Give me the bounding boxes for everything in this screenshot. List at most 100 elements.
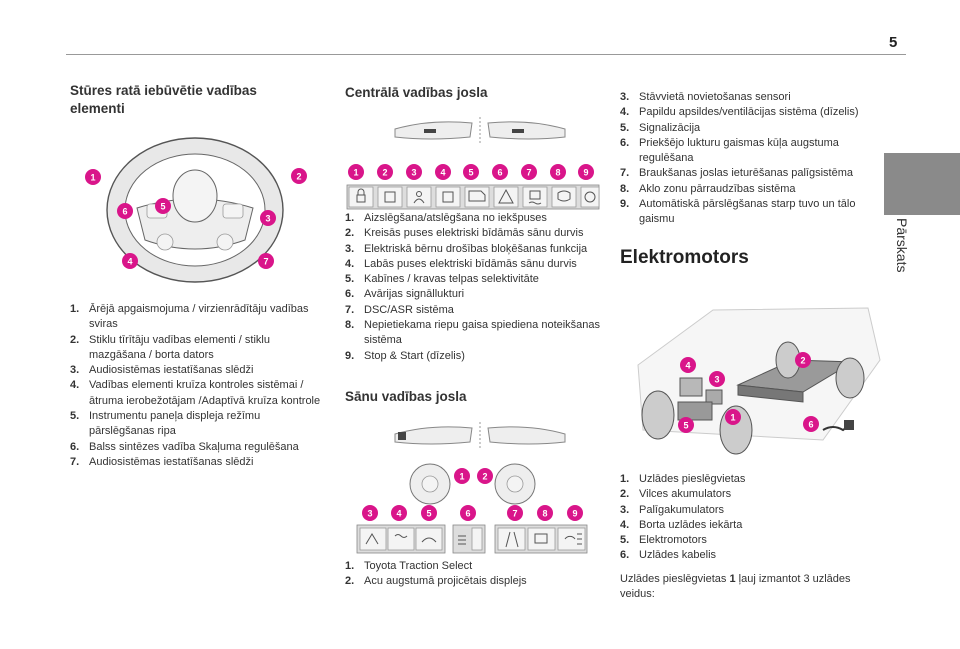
- svg-text:6: 6: [465, 509, 470, 519]
- svg-text:1: 1: [353, 168, 358, 178]
- page-number: 5: [889, 34, 898, 51]
- svg-text:5: 5: [426, 509, 431, 519]
- onboard-charger: [679, 377, 703, 397]
- aux-battery: [705, 389, 723, 405]
- badge-5: 5: [463, 164, 479, 180]
- list-item: 1.Uzlādes pieslēgvietas: [620, 473, 746, 485]
- stop-start-switch: [580, 186, 600, 208]
- badge-4: 4: [122, 253, 138, 269]
- badge-6: 6: [117, 203, 133, 219]
- badge-4: 4: [391, 505, 407, 521]
- auto-high-beam-switch: [557, 527, 586, 551]
- dash-left-mark: [424, 129, 436, 133]
- badge-6: 6: [460, 505, 476, 521]
- list-item: 6.Balss sintēzes vadība Skaļuma regulēša…: [70, 440, 299, 453]
- list-item: 7.Audiosistēmas iestatīšanas slēdži: [70, 455, 254, 468]
- section-tab: [884, 153, 960, 215]
- list-item: 2.Vilces akumulators: [620, 488, 732, 501]
- list-item: 6.Priekšējo lukturu gaismas kūļa augstum…: [620, 136, 839, 165]
- badge-5: 5: [155, 198, 171, 214]
- svg-text:1: 1: [459, 472, 464, 482]
- dash-left-mark: [398, 432, 406, 440]
- list-item: 6.Avārijas signāllukturi: [345, 288, 465, 301]
- tyre-pressure-switch: [551, 186, 577, 208]
- front-left-wheel: [641, 390, 675, 440]
- hazard-switch: [493, 186, 519, 208]
- svg-text:2: 2: [800, 356, 805, 366]
- header-rule: [66, 54, 906, 55]
- badge-3: 3: [260, 210, 276, 226]
- badge-5: 5: [421, 505, 437, 521]
- side-dashboard-diagram: [394, 422, 566, 448]
- badge-5: 5: [678, 417, 694, 433]
- svg-text:5: 5: [683, 421, 688, 431]
- list-item: 3.Palīgakumulators: [620, 503, 724, 516]
- hud-center: [506, 475, 524, 493]
- svg-text:2: 2: [482, 472, 487, 482]
- right-switch-pad: [222, 203, 244, 219]
- list-item: 1.Ārējā apgaismojuma / virzienrādītāju v…: [70, 303, 309, 331]
- dash-right: [487, 426, 566, 445]
- electric-motor-title: Elektromotors: [620, 247, 749, 268]
- cabin-selectivity-switch: [464, 186, 490, 208]
- electric-motor-list: 1.Uzlādes pieslēgvietas 2.Vilces akumula…: [620, 472, 882, 564]
- svg-text:2: 2: [296, 172, 301, 182]
- list-item: 5.Kabīnes / kravas telpas selektivitāte: [345, 273, 539, 286]
- headlamp-adjust-wheel: [458, 527, 483, 551]
- svg-text:9: 9: [583, 168, 588, 178]
- blind-spot-switch: [527, 527, 556, 551]
- svg-text:3: 3: [367, 509, 372, 519]
- badge-2: 2: [477, 468, 493, 484]
- svg-text:8: 8: [555, 168, 560, 178]
- badge-3: 3: [362, 505, 378, 521]
- svg-text:1: 1: [90, 173, 95, 183]
- badge-8: 8: [537, 505, 553, 521]
- badge-8: 8: [550, 164, 566, 180]
- list-item: 7.Braukšanas joslas ieturēšanas palīgsis…: [620, 167, 854, 180]
- side-controls-title: Sānu vadības josla: [345, 389, 467, 404]
- list-item: 1.Toyota Traction Select: [345, 560, 473, 572]
- badge-7: 7: [521, 164, 537, 180]
- side-controls-list-continued: 3.Stāvvietā novietošanas sensori 4.Papil…: [620, 90, 882, 228]
- svg-text:7: 7: [526, 168, 531, 178]
- paragraph-ref: 1: [729, 573, 736, 585]
- battery-side: [737, 384, 804, 403]
- badge-1: 1: [348, 164, 364, 180]
- lock-switch: [348, 186, 374, 208]
- dsc-switch: [522, 186, 548, 208]
- charging-paragraph: Uzlādes pieslēgvietas 1 ļauj izmantot 3 …: [620, 572, 870, 603]
- badge-2: 2: [795, 352, 811, 368]
- charging-cable: [822, 423, 852, 432]
- cable-plug: [844, 420, 854, 430]
- svg-text:4: 4: [396, 509, 401, 519]
- badge-9: 9: [567, 505, 583, 521]
- badge-2: 2: [291, 168, 307, 184]
- list-item: 5.Signalizācija: [620, 121, 701, 134]
- section-label-text: Pārskats: [894, 218, 910, 273]
- badge-1: 1: [454, 468, 470, 484]
- badge-4: 4: [680, 357, 696, 373]
- center-switch-row: 1 2 3 4 5 6 7 8 9: [346, 164, 600, 210]
- svg-text:9: 9: [572, 509, 577, 519]
- steering-controls-title: Stūres ratā iebūvētie vadības elementi: [70, 83, 257, 116]
- svg-text:3: 3: [714, 375, 719, 385]
- svg-text:3: 3: [411, 168, 416, 178]
- svg-text:2: 2: [382, 168, 387, 178]
- badge-3: 3: [709, 371, 725, 387]
- steering-controls-list: 1.Ārējā apgaismojuma / virzienrādītāju v…: [70, 302, 322, 470]
- svg-text:8: 8: [542, 509, 547, 519]
- aux-heater-switch: [387, 527, 415, 551]
- left-lower-switch: [156, 233, 174, 251]
- child-lock-switch: [406, 186, 432, 208]
- lane-assist-switch: [497, 527, 526, 551]
- list-item: 7.DSC/ASR sistēma: [345, 303, 454, 316]
- list-item: 4.Papildu apsildes/ventilācijas sistēma …: [620, 106, 859, 119]
- dash-right-mark: [512, 129, 524, 133]
- right-sliding-door-switch: [435, 186, 461, 208]
- right-lower-switch: [216, 233, 234, 251]
- badge-9: 9: [578, 164, 594, 180]
- svg-text:4: 4: [685, 361, 690, 371]
- svg-text:4: 4: [127, 257, 132, 267]
- badge-1: 1: [725, 409, 741, 425]
- dial-center: [421, 475, 439, 493]
